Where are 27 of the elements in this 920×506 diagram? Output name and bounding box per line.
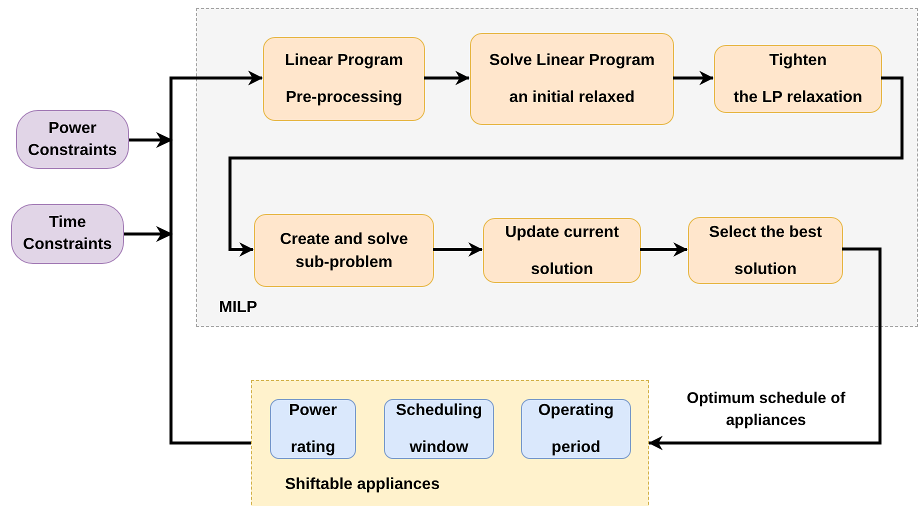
process-box — [688, 217, 843, 284]
node-label: Time Constraints — [22, 213, 113, 255]
node-label: Power rating — [288, 401, 338, 458]
parameter-box — [521, 399, 631, 459]
group-title: MILP — [219, 299, 258, 317]
dashed-container — [251, 380, 649, 506]
node-label: Solve Linear Program an initial relaxed — [488, 51, 656, 108]
node-label: Power Constraints — [27, 118, 118, 160]
process-box — [714, 45, 882, 113]
node-label: Operating period — [537, 401, 615, 458]
node-label: Scheduling window — [394, 401, 484, 458]
process-box — [470, 33, 674, 125]
node-label: Create and solve sub-problem — [278, 230, 410, 272]
group-title: Shiftable appliances — [285, 476, 440, 494]
node-label: Tighten — [768, 51, 828, 71]
parameter-box — [384, 399, 494, 459]
node-label: the LP relaxation — [732, 88, 864, 108]
node-label: Select the best solution — [708, 222, 823, 280]
process-box — [254, 214, 434, 287]
node-label: Update current solution — [504, 222, 620, 280]
parameter-box — [270, 399, 356, 459]
process-box — [263, 37, 425, 121]
process-box — [483, 218, 641, 283]
node-label: Linear Program Pre-processing — [284, 51, 404, 108]
dashed-container — [196, 8, 918, 327]
input-box — [11, 204, 124, 264]
input-box — [16, 110, 129, 169]
